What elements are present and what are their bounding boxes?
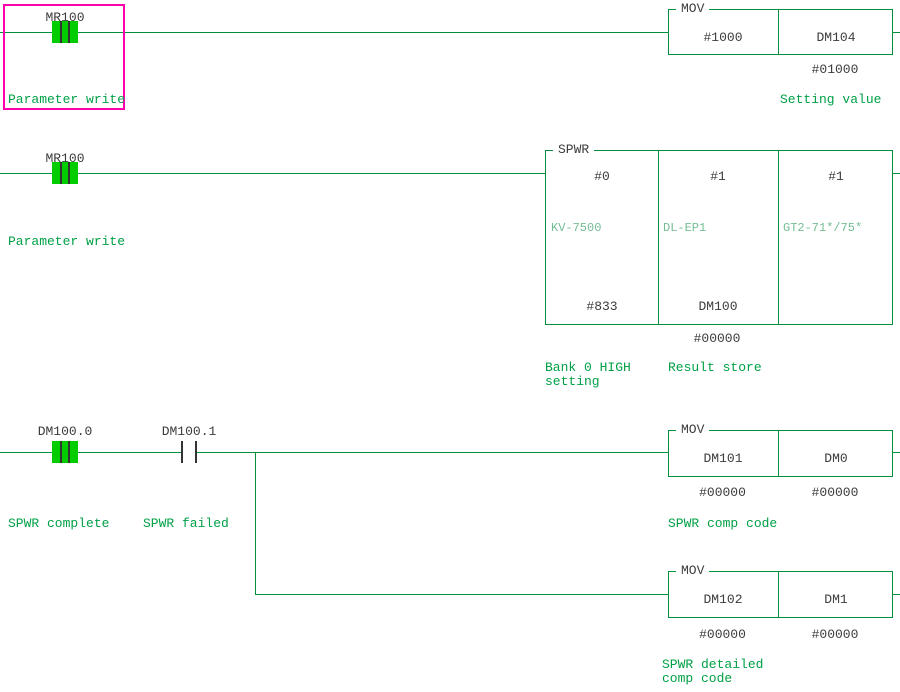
monitor-value: #00000 xyxy=(699,485,746,500)
monitor-value: #00000 xyxy=(811,485,859,500)
device-label-rung2: MR100 xyxy=(45,151,85,166)
model-hint-col3: GT2-71*/75* xyxy=(783,221,863,235)
contact-comment-rung1: Parameter write xyxy=(8,92,126,107)
operand-source[interactable]: #1000 xyxy=(703,30,743,45)
model-hint-col2: DL-EP1 xyxy=(663,221,707,235)
contact-bar xyxy=(60,21,62,43)
contact-bar xyxy=(68,441,70,463)
operand-comment: SPWR comp code xyxy=(668,516,778,531)
operand-comment-line2: comp code xyxy=(662,671,733,686)
rung3-branch-wire xyxy=(255,594,668,595)
operand-comment: Setting value xyxy=(780,92,882,107)
instruction-title: MOV xyxy=(676,1,710,16)
operand-col1-top[interactable]: #0 xyxy=(594,169,610,184)
contact-bar xyxy=(181,441,183,463)
contact-comment-dm100-1: SPWR failed xyxy=(143,516,229,531)
no-contact-symbol-dm100-1[interactable] xyxy=(181,441,197,463)
contact-gap xyxy=(183,441,195,463)
contact-comment-dm100-0: SPWR complete xyxy=(8,516,110,531)
operand-comment: Result store xyxy=(668,360,762,375)
operand-source[interactable]: DM101 xyxy=(703,451,743,466)
cell-divider xyxy=(778,151,779,324)
rung2-wire xyxy=(0,173,545,174)
operand-comment-line1: SPWR detailed xyxy=(662,657,764,672)
mov-instruction-rung3-upper[interactable]: MOV DM101 DM0 xyxy=(668,422,893,477)
rung3-wire-right-stub-1 xyxy=(893,452,900,453)
operand-source[interactable]: DM102 xyxy=(703,592,743,607)
device-label-dm100-0: DM100.0 xyxy=(37,424,93,439)
contact-bar xyxy=(60,162,62,184)
monitor-value: #01000 xyxy=(811,62,859,77)
monitor-value: #00000 xyxy=(811,627,859,642)
rung1-wire xyxy=(0,32,668,33)
cell-divider xyxy=(658,151,659,324)
operand-dest[interactable]: DM104 xyxy=(816,30,856,45)
instruction-title: MOV xyxy=(676,563,710,578)
cell-divider xyxy=(778,10,779,54)
no-contact-symbol-dm100-0[interactable] xyxy=(52,441,78,463)
contact-bar xyxy=(68,162,70,184)
contact-comment-rung2: Parameter write xyxy=(8,234,126,249)
contact-bar xyxy=(68,21,70,43)
device-label-dm100-1: DM100.1 xyxy=(161,424,217,439)
operand-dest[interactable]: DM0 xyxy=(824,451,848,466)
spwr-instruction[interactable]: SPWR #0 #1 #1 KV-7500 DL-EP1 GT2-71*/75*… xyxy=(545,142,893,325)
model-hint-col1: KV-7500 xyxy=(551,221,602,235)
no-contact-symbol-rung2[interactable] xyxy=(52,162,78,184)
operand-col3-top[interactable]: #1 xyxy=(828,169,844,184)
no-contact-symbol-rung1[interactable] xyxy=(52,21,78,43)
operand-col2-bottom[interactable]: DM100 xyxy=(698,299,738,314)
monitor-value: #00000 xyxy=(693,331,741,346)
operand-col2-top[interactable]: #1 xyxy=(710,169,726,184)
instruction-title: SPWR xyxy=(553,142,595,157)
rung2-wire-right-stub xyxy=(893,173,900,174)
operand-comment-line1: Bank 0 HIGH xyxy=(545,360,631,375)
rung1-wire-right-stub xyxy=(893,32,900,33)
cell-divider xyxy=(778,431,779,476)
operand-comment-line2: setting xyxy=(545,374,600,389)
operand-dest[interactable]: DM1 xyxy=(824,592,848,607)
monitor-value: #00000 xyxy=(699,627,746,642)
selection-box xyxy=(3,4,125,110)
operand-col1-bottom[interactable]: #833 xyxy=(586,299,618,314)
cell-divider xyxy=(778,572,779,617)
rung3-wire-right-stub-2 xyxy=(893,594,900,595)
instruction-title: MOV xyxy=(676,422,710,437)
device-label-rung1: MR100 xyxy=(45,10,85,25)
rung3-branch-vertical-wire xyxy=(255,452,256,594)
contact-bar xyxy=(60,441,62,463)
mov-instruction-rung3-lower[interactable]: MOV DM102 DM1 xyxy=(668,563,893,618)
contact-bar xyxy=(195,441,197,463)
mov-instruction-rung1[interactable]: MOV #1000 DM104 xyxy=(668,1,893,55)
rung3-wire xyxy=(0,452,668,453)
